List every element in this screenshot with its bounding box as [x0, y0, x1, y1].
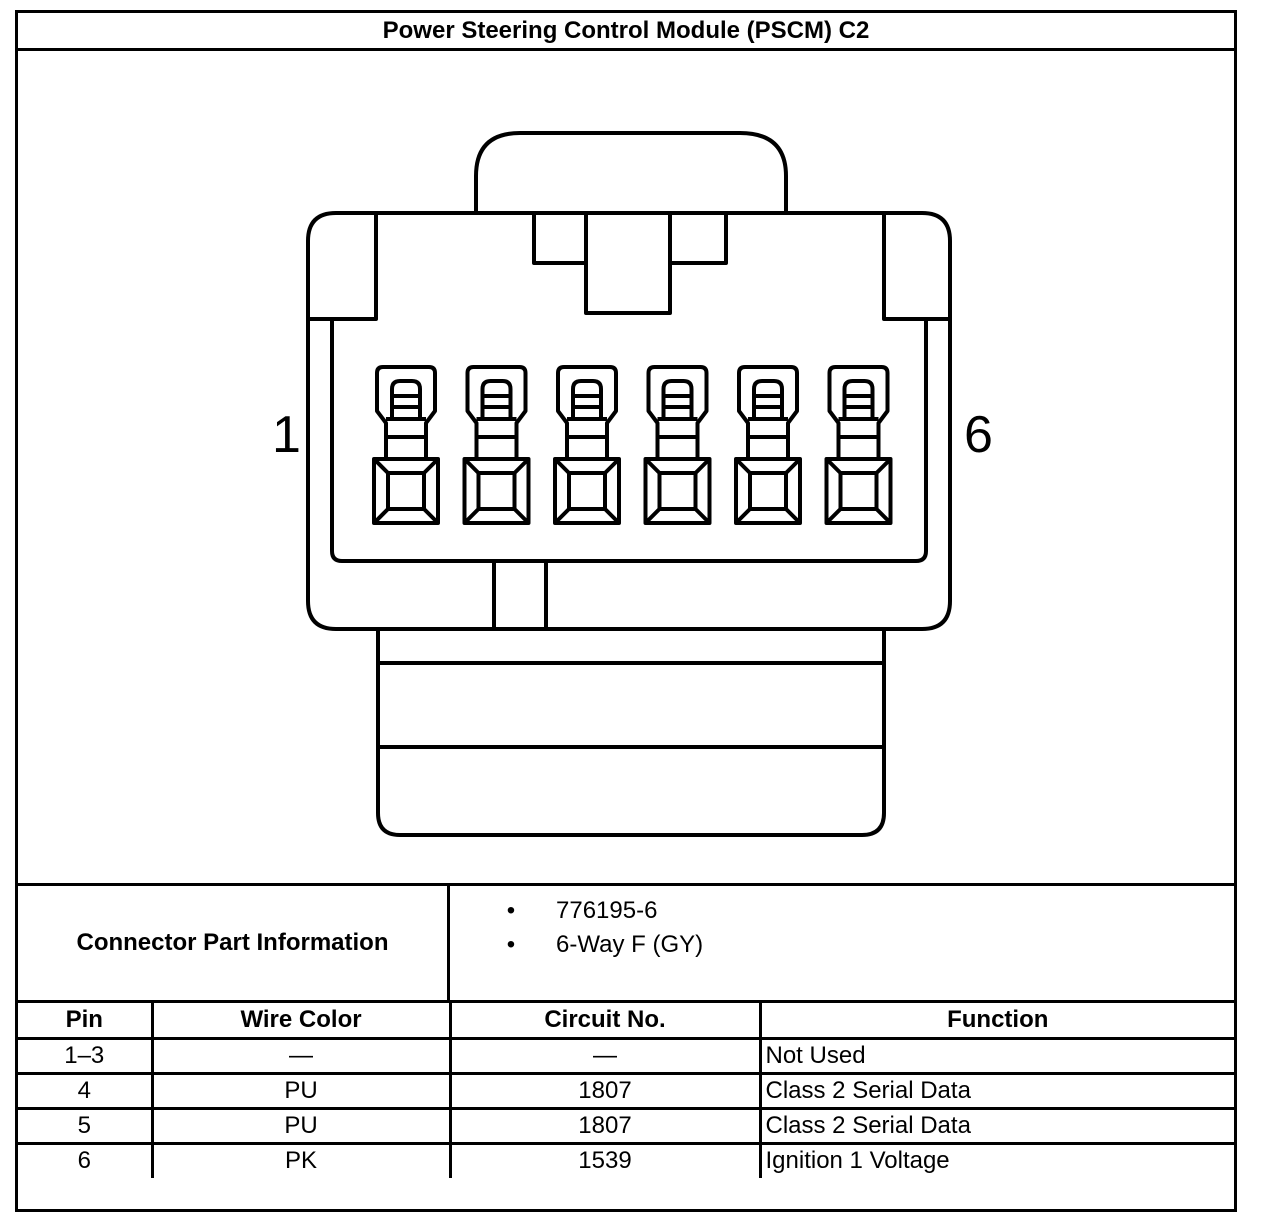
terminal-1 [372, 365, 440, 525]
corner-key-right [882, 215, 948, 321]
connector-description: 6-Way F (GY) [556, 931, 704, 958]
cell-function: Not Used [758, 1036, 1234, 1075]
cell-function: Class 2 Serial Data [758, 1071, 1234, 1110]
cell-circuit-no: 1807 [448, 1106, 762, 1145]
cell-pin: 1–3 [18, 1036, 154, 1075]
terminal-6 [824, 365, 893, 525]
corner-key-left [310, 215, 378, 321]
cell-wire-color: PK [150, 1141, 452, 1178]
connector-latch [474, 131, 788, 214]
connector-diagram: 1 6 [18, 51, 1234, 883]
table-row: 4 PU 1807 Class 2 Serial Data [18, 1071, 1234, 1110]
header-wire-color: Wire Color [150, 1003, 452, 1040]
inner-cavity [330, 319, 928, 563]
cell-circuit-no: 1539 [448, 1141, 762, 1178]
table-row: 1–3 — — Not Used [18, 1036, 1234, 1075]
connector-skirt [376, 629, 886, 837]
cell-wire-color: PU [150, 1071, 452, 1110]
terminal-5 [734, 365, 802, 525]
pin-1-label: 1 [272, 406, 301, 464]
part-number: 776195-6 [556, 897, 658, 924]
pinout-table: Pin Wire Color Circuit No. Function 1–3 … [18, 1003, 1234, 1178]
connector-part-info: Connector Part Information • 776195-6 • … [18, 883, 1234, 1003]
header-function: Function [758, 1003, 1234, 1040]
bullet-icon: • [506, 897, 516, 924]
terminal-3 [553, 365, 621, 525]
terminal-2 [462, 365, 531, 525]
bullet-icon: • [506, 931, 516, 958]
table-header-row: Pin Wire Color Circuit No. Function [18, 1003, 1234, 1040]
table-row: 5 PU 1807 Class 2 Serial Data [18, 1106, 1234, 1145]
cell-circuit-no: — [448, 1036, 762, 1075]
cell-pin: 4 [18, 1071, 154, 1110]
table-row: 6 PK 1539 Ignition 1 Voltage [18, 1141, 1234, 1178]
page-title: Power Steering Control Module (PSCM) C2 [18, 13, 1234, 51]
header-circuit-no: Circuit No. [448, 1003, 762, 1040]
center-key [532, 215, 728, 315]
cell-function: Class 2 Serial Data [758, 1106, 1234, 1145]
cell-pin: 5 [18, 1106, 154, 1145]
connector-housing [306, 211, 952, 631]
cell-wire-color: — [150, 1036, 452, 1075]
connector-info-label: Connector Part Information [18, 886, 450, 1000]
cell-wire-color: PU [150, 1106, 452, 1145]
cell-function: Ignition 1 Voltage [758, 1141, 1234, 1178]
connector-frame [15, 10, 1237, 1212]
terminal-4 [643, 365, 712, 525]
cell-circuit-no: 1807 [448, 1071, 762, 1110]
cell-pin: 6 [18, 1141, 154, 1178]
connector-info-list: • 776195-6 • 6-Way F (GY) [450, 886, 1234, 1000]
header-pin: Pin [18, 1003, 154, 1040]
connector-face-drawing [306, 131, 952, 837]
pin-6-label: 6 [964, 406, 993, 464]
